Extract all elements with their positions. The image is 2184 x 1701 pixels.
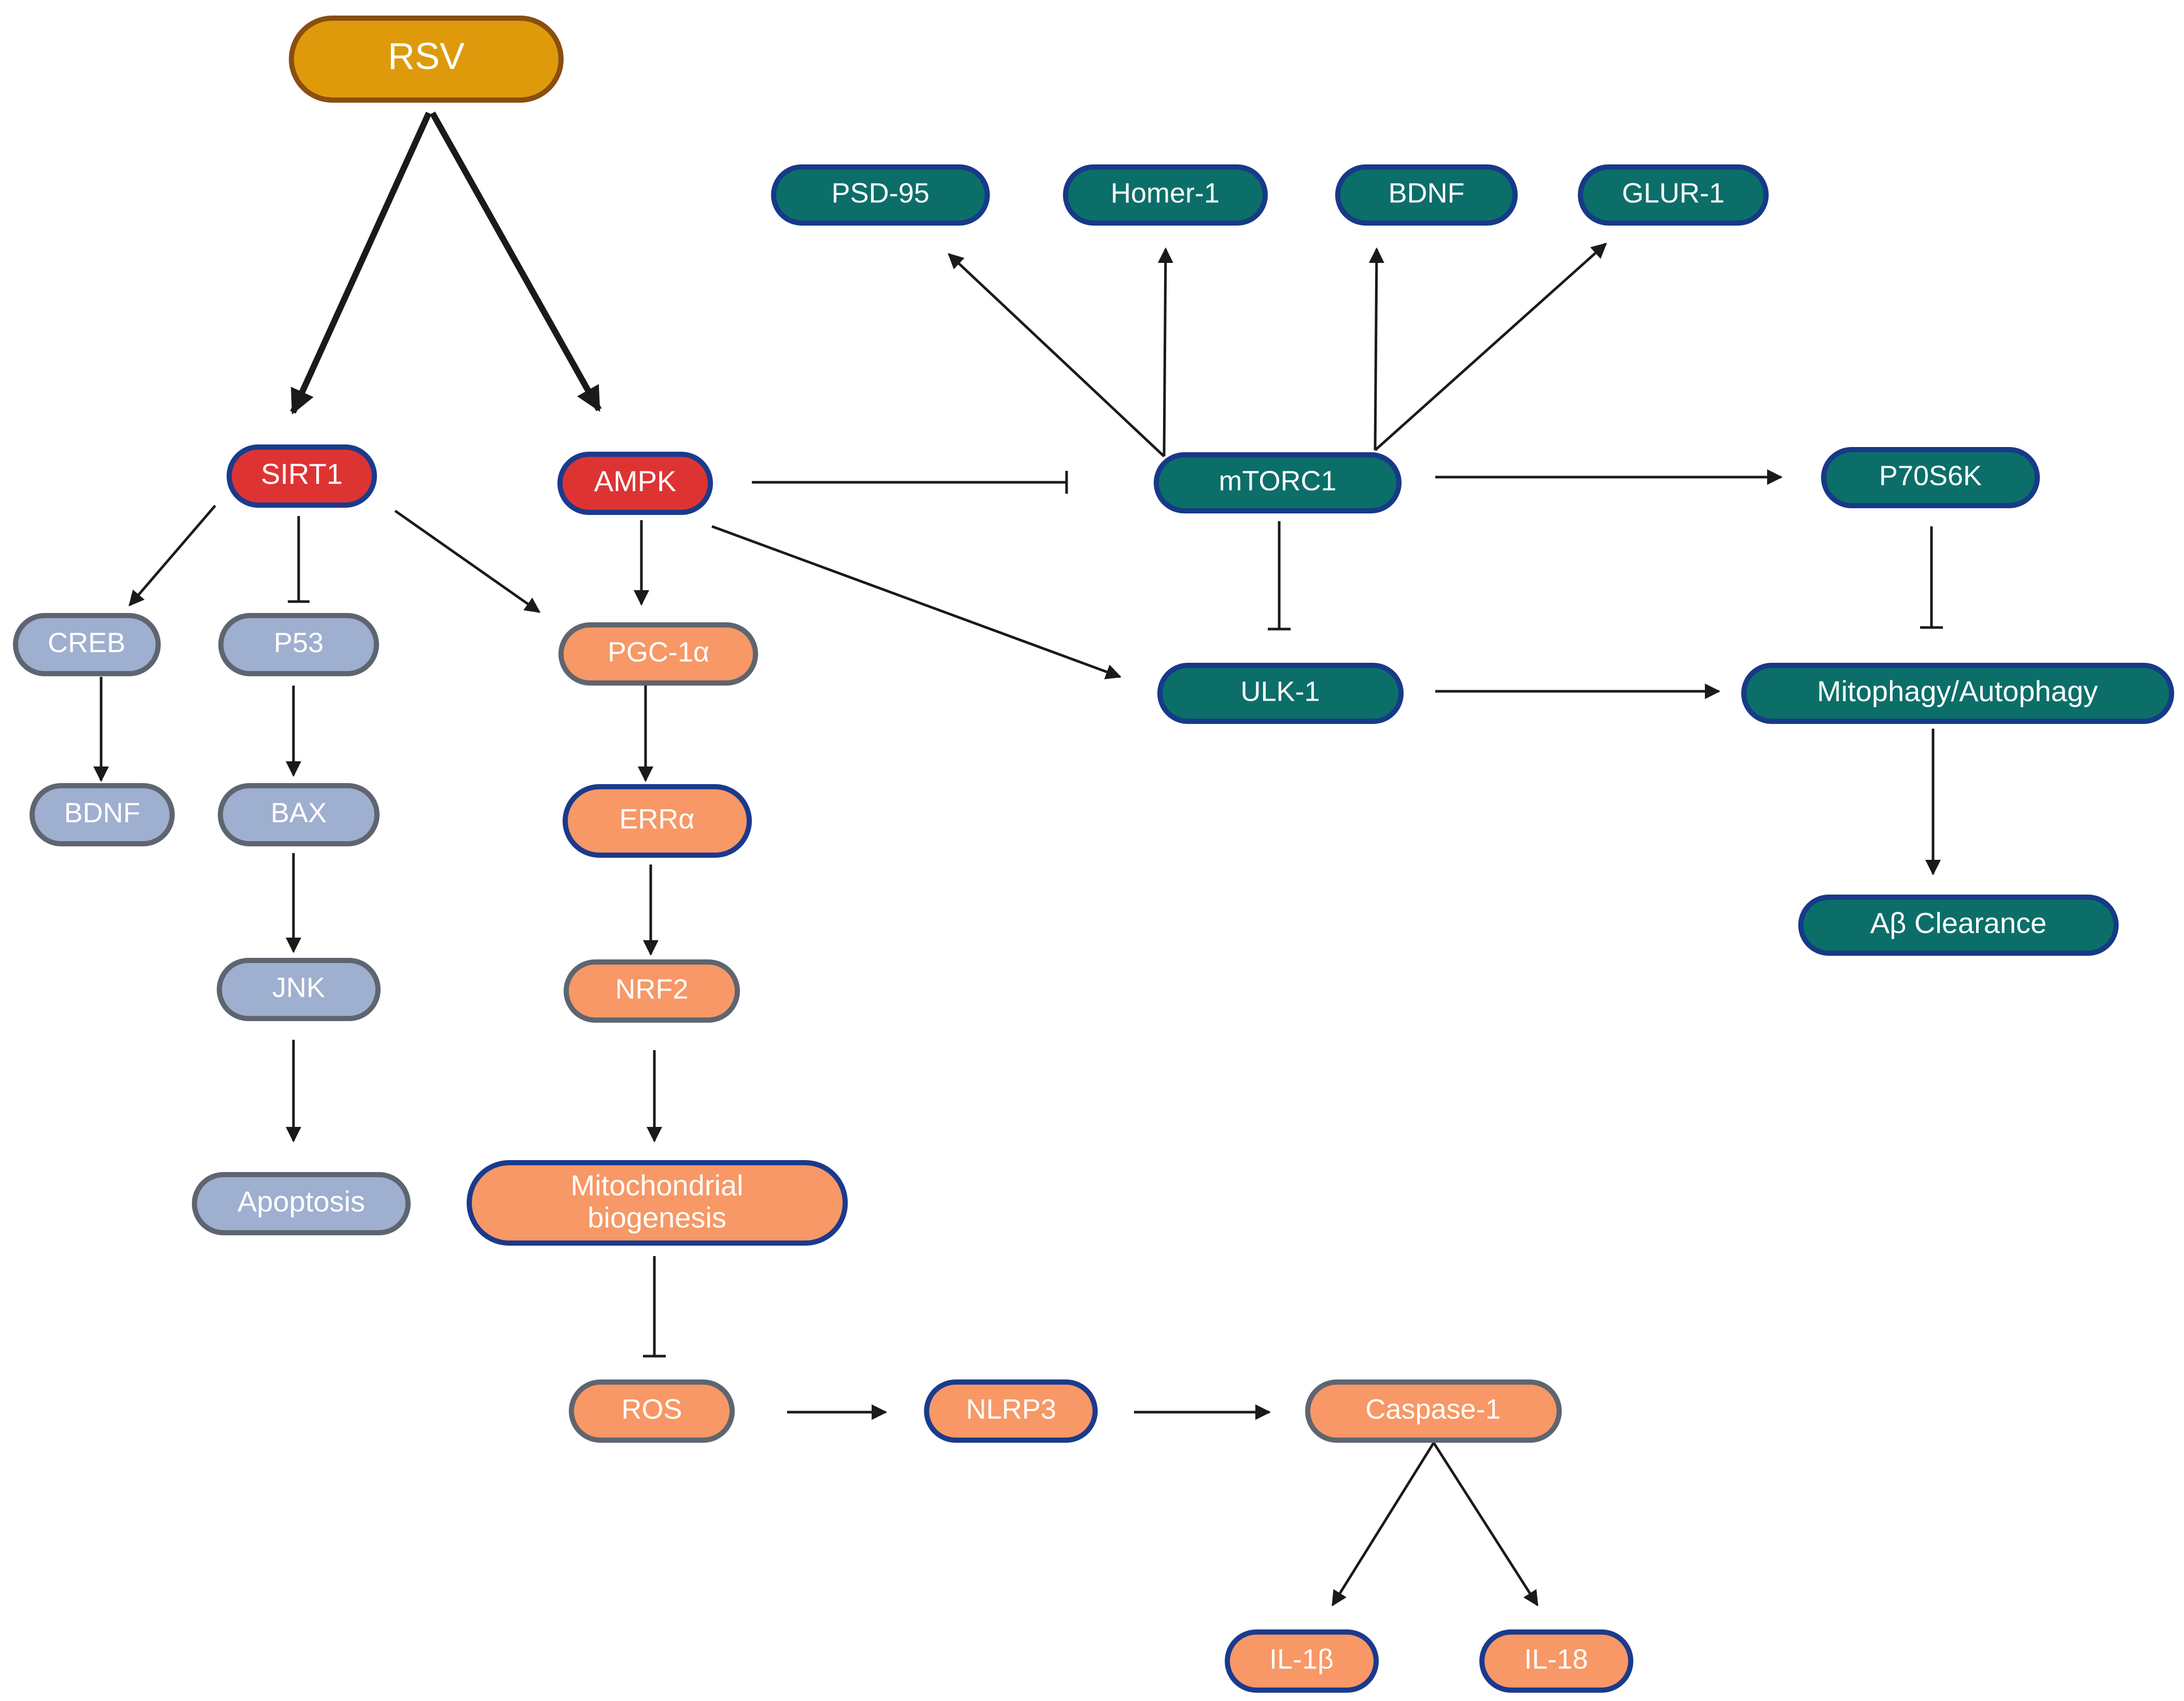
- node-nlrp3: NLRP3: [924, 1379, 1098, 1443]
- edge-caspase1-il18: [1432, 1442, 1539, 1607]
- node-psd95-label: PSD-95: [831, 177, 929, 208]
- edge-mtorc1-bdnf: [1368, 247, 1384, 451]
- edge-sirt1-creb: [129, 505, 216, 607]
- node-erra: ERRα: [563, 784, 752, 858]
- node-ulk1-label: ULK-1: [1240, 676, 1320, 707]
- node-mtorc1: mTORC1: [1154, 452, 1402, 513]
- node-caspase1-label: Caspase-1: [1365, 1393, 1501, 1425]
- node-bdnf-left: BDNF: [30, 783, 175, 846]
- node-p70s6k: P70S6K: [1821, 447, 2040, 508]
- edge-rsv-sirt1: [290, 111, 432, 415]
- node-creb: CREB: [13, 613, 161, 676]
- node-erra-label: ERRα: [619, 803, 694, 834]
- node-jnk: JNK: [217, 958, 381, 1021]
- node-pgc1a-label: PGC-1α: [608, 636, 709, 667]
- node-bdnf-top: BDNF: [1335, 164, 1518, 226]
- node-nrf2: NRF2: [564, 959, 740, 1023]
- node-mito-line2: biogenesis: [587, 1201, 726, 1234]
- node-bdnf-left-label: BDNF: [64, 797, 141, 828]
- node-il1b-label: IL-1β: [1269, 1643, 1334, 1675]
- node-ampk: AMPK: [557, 452, 713, 515]
- node-bdnf-top-label: BDNF: [1389, 177, 1465, 208]
- node-mitophagy-label: Mitophagy/Autophagy: [1817, 675, 2098, 707]
- edge-mtorc1-homer1: [1157, 247, 1173, 457]
- node-creb-label: CREB: [48, 627, 125, 658]
- node-jnk-label: JNK: [272, 972, 325, 1003]
- node-nrf2-label: NRF2: [615, 973, 688, 1005]
- node-rsv: RSV: [289, 16, 564, 103]
- node-ampk-label: AMPK: [594, 465, 677, 497]
- node-p53: P53: [218, 613, 379, 676]
- node-mitophagy: Mitophagy/Autophagy: [1741, 663, 2174, 724]
- node-glur1: GLUR-1: [1578, 164, 1769, 226]
- node-homer1-label: Homer-1: [1111, 177, 1220, 208]
- edge-sirt1-pgc1a: [394, 509, 541, 614]
- node-sirt1-label: SIRT1: [261, 457, 343, 490]
- node-ab-clearance: Aβ Clearance: [1798, 895, 2119, 956]
- node-homer1: Homer-1: [1063, 164, 1268, 226]
- edge-mtorc1-psd95: [947, 253, 1165, 457]
- node-apoptosis: Apoptosis: [192, 1172, 411, 1235]
- node-nlrp3-label: NLRP3: [966, 1393, 1056, 1425]
- node-mito-biogenesis: Mitochondrial biogenesis: [467, 1160, 848, 1246]
- edge-rsv-ampk: [429, 111, 602, 412]
- node-bax: BAX: [218, 783, 380, 846]
- node-ros: ROS: [569, 1379, 735, 1443]
- node-psd95: PSD-95: [771, 164, 990, 226]
- node-bax-label: BAX: [271, 797, 327, 828]
- node-glur1-label: GLUR-1: [1622, 177, 1725, 208]
- edge-ampk-ulk1: [711, 525, 1122, 679]
- node-sirt1: SIRT1: [227, 444, 377, 508]
- edge-caspase1-il1b: [1331, 1442, 1435, 1607]
- node-apoptosis-label: Apoptosis: [237, 1185, 365, 1218]
- node-ab-clearance-label: Aβ Clearance: [1870, 907, 2047, 939]
- node-il1b: IL-1β: [1225, 1629, 1379, 1693]
- node-il18: IL-18: [1479, 1629, 1633, 1693]
- node-pgc1a: PGC-1α: [558, 622, 758, 686]
- node-ros-label: ROS: [621, 1393, 682, 1425]
- node-p53-label: P53: [274, 627, 324, 658]
- node-rsv-label: RSV: [388, 36, 465, 77]
- node-ulk1: ULK-1: [1157, 663, 1404, 724]
- node-caspase1: Caspase-1: [1305, 1379, 1562, 1443]
- edges-layer: [93, 111, 1943, 1607]
- node-mito-line1: Mitochondrial: [570, 1169, 743, 1202]
- node-p70s6k-label: P70S6K: [1879, 460, 1982, 491]
- edge-mtorc1-glur1: [1374, 243, 1607, 451]
- node-il18-label: IL-18: [1524, 1643, 1588, 1675]
- node-mtorc1-label: mTORC1: [1219, 465, 1336, 496]
